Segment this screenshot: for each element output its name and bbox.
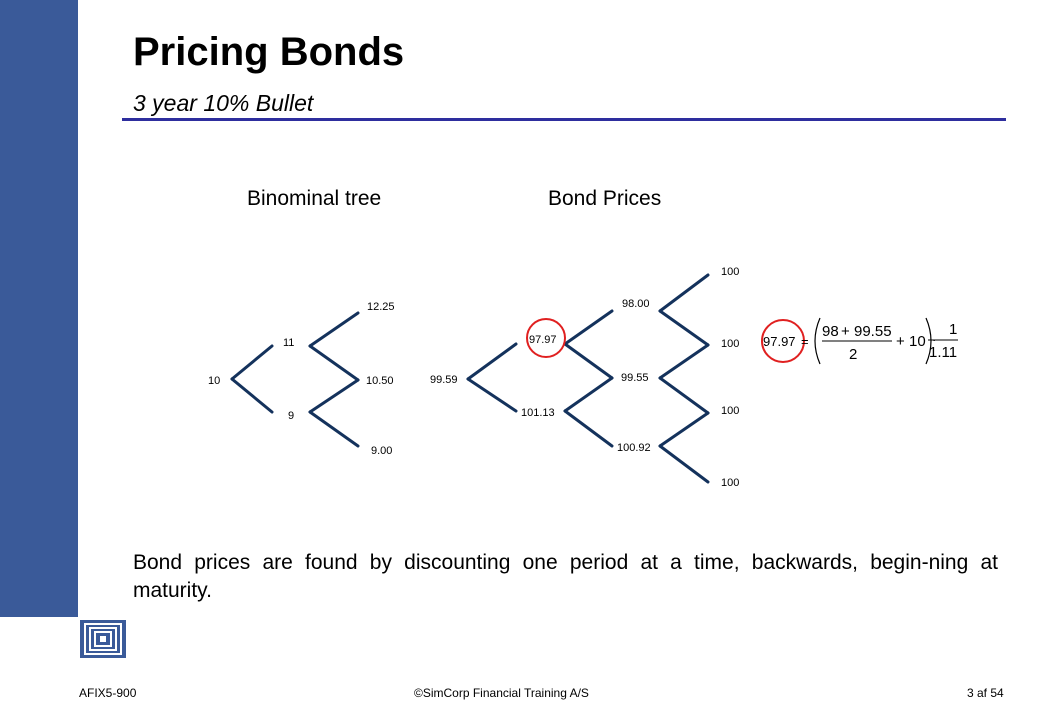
pricing-formula: 97.97 = 98 + 99.55 2 + 10 · 1 1.11 (763, 317, 958, 365)
tree-node-t0: 10 (208, 375, 220, 387)
simcorp-logo-icon (80, 620, 126, 658)
formula-disc-num: 1 (949, 321, 957, 338)
price-node-t1-up: 97.97 (529, 334, 557, 346)
formula-plus-1: + (841, 323, 850, 340)
explanation-text: Bond prices are found by discounting one… (133, 551, 998, 602)
tree-node-t2-up: 12.25 (367, 301, 395, 313)
formula-num-a: 98 (822, 323, 839, 340)
formula-disc-den: 1.11 (929, 344, 957, 361)
tree-node-t1-down: 9 (288, 410, 294, 422)
price-node-t3-d: 100 (721, 477, 739, 489)
price-node-t2-up: 98.00 (622, 298, 650, 310)
formula-coupon: 10 (909, 333, 926, 350)
footer-copyright: ©SimCorp Financial Training A/S (414, 686, 589, 700)
tree-node-t1-up: 11 (283, 337, 294, 349)
formula-right-paren (925, 317, 932, 365)
title-divider (122, 118, 1006, 121)
formula-plus-2: + (896, 333, 905, 350)
price-node-t2-mid: 99.55 (621, 372, 649, 384)
price-node-t2-down: 100.92 (617, 442, 651, 454)
formula-left-paren (814, 317, 821, 365)
price-node-t3-c: 100 (721, 405, 739, 417)
formula-result: 97.97 (763, 334, 796, 349)
price-node-t0: 99.59 (430, 374, 458, 386)
footer-page-number: 3 af 54 (967, 686, 1004, 700)
bond-price-tree-lines (466, 273, 710, 484)
tree-node-t2-mid: 10.50 (366, 375, 394, 387)
page-subtitle: 3 year 10% Bullet (133, 90, 314, 116)
page-title: Pricing Bonds (133, 30, 405, 74)
bond-prices-heading: Bond Prices (548, 187, 662, 210)
tree-node-t2-down: 9.00 (371, 445, 392, 457)
price-node-t3-b: 100 (721, 338, 739, 350)
formula-num-b: 99.55 (854, 323, 892, 340)
sidebar-band (0, 0, 78, 617)
price-node-t3-a: 100 (721, 266, 739, 278)
formula-equals: = (801, 334, 809, 349)
highlight-circle-formula (761, 319, 805, 363)
highlight-circle-tree (526, 318, 566, 358)
binomial-tree-lines (230, 311, 360, 448)
binomial-tree-heading: Binominal tree (247, 187, 382, 210)
formula-denom: 2 (849, 346, 857, 363)
price-node-t1-down: 101.13 (521, 407, 555, 419)
footer-course-code: AFIX5-900 (79, 686, 137, 700)
